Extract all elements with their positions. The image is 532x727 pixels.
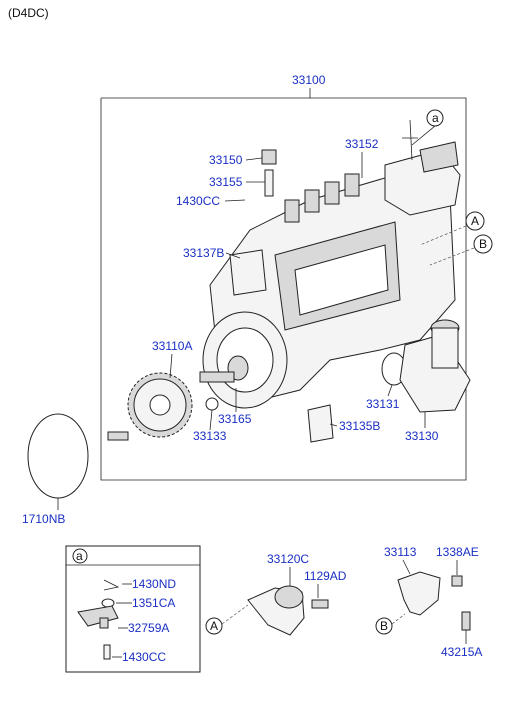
detail-a-item-1[interactable]: 1430ND: [132, 577, 176, 591]
label-nozzle[interactable]: 33137B: [183, 246, 224, 260]
detail-B-group: B 33113 1338AE 43215A: [375, 545, 482, 659]
detail-A-item-1[interactable]: 33120C: [267, 552, 309, 566]
callout-a-text: a: [432, 111, 439, 125]
injection-pump-illustration: [27, 119, 471, 499]
detail-a-box: a 1430ND 1351CA 32759A 1430CC: [65, 545, 201, 673]
assembly-frame: [100, 97, 467, 481]
leader-gear: [169, 353, 173, 379]
detail-A-item-2[interactable]: 1129AD: [304, 569, 347, 583]
label-washer[interactable]: 33133: [193, 429, 227, 443]
leader-washer: [209, 409, 213, 431]
dashed-leader-B: [429, 247, 475, 266]
detail-B-item-3[interactable]: 43215A: [441, 645, 482, 659]
label-bolt-b[interactable]: 33135B: [339, 419, 380, 433]
label-governor[interactable]: 33152: [345, 137, 379, 151]
detail-B-item-1[interactable]: 33113: [384, 545, 417, 559]
dashed-leader-A: [419, 225, 467, 246]
callout-B-text: B: [479, 237, 487, 251]
leader-clip-top: [224, 199, 246, 202]
leader-bolt-b: [329, 423, 338, 427]
detail-a-item-2[interactable]: 1351CA: [132, 596, 175, 610]
label-clip-top[interactable]: 1430CC: [176, 194, 220, 208]
label-gear[interactable]: 33110A: [152, 339, 192, 353]
label-delivery-valve[interactable]: 33150: [209, 153, 243, 167]
callout-A-text: A: [471, 214, 479, 228]
leader-delivery-valve: [245, 157, 263, 161]
label-gasket[interactable]: 33131: [366, 397, 400, 411]
detail-A-group: A 33120C 1129AD: [205, 552, 347, 636]
detail-a-key: a: [76, 549, 83, 563]
leader-nozzle: [225, 252, 241, 259]
detail-A-key: A: [210, 619, 218, 633]
label-o-ring-big[interactable]: 1710NB: [22, 512, 65, 526]
detail-B-item-2[interactable]: 1338AE: [436, 545, 479, 559]
callout-B-circle: [473, 234, 493, 254]
detail-B-key: B: [380, 619, 388, 633]
leader-gasket: [387, 384, 393, 397]
label-valve-holder[interactable]: 33155: [209, 175, 243, 189]
label-seal[interactable]: 33165: [218, 412, 252, 426]
leader-a: [411, 125, 436, 146]
callout-A-circle: [465, 211, 485, 231]
detail-a-item-3[interactable]: 32759A: [128, 621, 169, 635]
label-feed-pump[interactable]: 33130: [405, 429, 439, 443]
engine-code: (D4DC): [8, 6, 49, 20]
label-assembly[interactable]: 33100: [292, 73, 326, 87]
detail-a-item-4[interactable]: 1430CC: [122, 650, 166, 664]
